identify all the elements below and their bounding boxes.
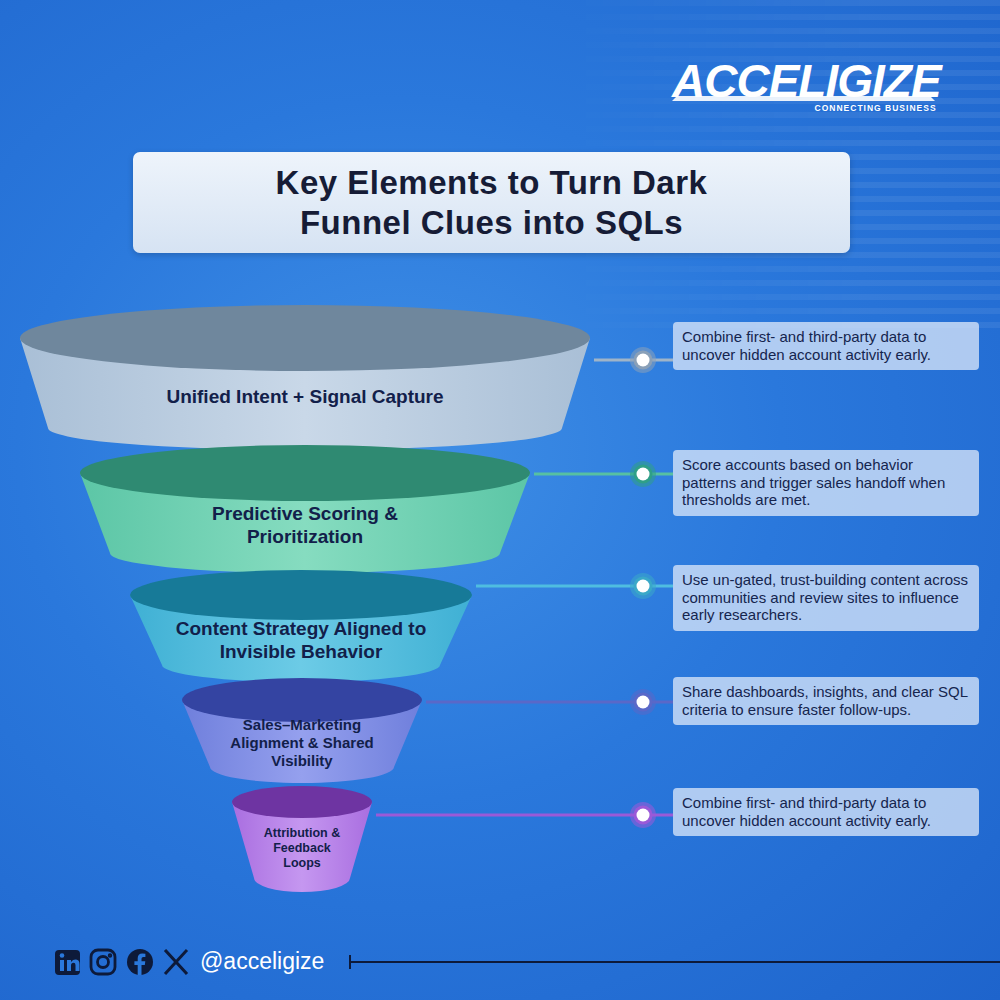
dot-ring — [634, 577, 653, 596]
leader-connector — [534, 461, 673, 487]
dot-halo — [630, 573, 656, 599]
description-box: Combine first- and third-party data to u… — [673, 322, 979, 370]
dot-ring — [634, 351, 653, 370]
dot-center — [637, 696, 650, 709]
description-text: Share dashboards, insights, and clear SQ… — [682, 683, 971, 718]
description-box: Combine first- and third-party data to u… — [673, 788, 979, 836]
x-icon — [166, 951, 186, 973]
funnel-shape — [20, 305, 590, 450]
dot-center — [637, 809, 650, 822]
dot-halo — [630, 689, 656, 715]
funnel-tier: Predictive Scoring & Prioritization — [80, 445, 530, 573]
dot-ring — [634, 693, 653, 712]
funnel-tier: Sales–Marketing Alignment & Shared Visib… — [182, 678, 422, 783]
dot-center — [637, 354, 650, 367]
leader-line — [534, 473, 643, 476]
leader-line — [476, 585, 643, 588]
tier-label: Content Strategy Aligned to Invisible Be… — [151, 610, 451, 672]
leader-connector — [476, 573, 673, 599]
description-box: Score accounts based on behavior pattern… — [673, 450, 979, 516]
footer-line — [350, 961, 1000, 963]
funnel-rim — [20, 305, 590, 371]
linkedin-icon — [55, 950, 80, 975]
funnel-tier: Unified Intent + Signal Capture — [20, 305, 590, 450]
leader-line — [426, 701, 643, 704]
description-text: Combine first- and third-party data to u… — [682, 794, 971, 829]
dot-center — [637, 580, 650, 593]
dot-center — [637, 468, 650, 481]
description-text: Use un-gated, trust-building content acr… — [682, 571, 971, 624]
tier-label: Unified Intent + Signal Capture — [160, 358, 450, 437]
leader-connector — [594, 347, 673, 373]
instagram-icon — [91, 950, 115, 974]
funnel-tier: Content Strategy Aligned to Invisible Be… — [130, 570, 472, 682]
leader-line — [376, 814, 643, 817]
dot-halo — [630, 347, 656, 373]
logo-tagline: CONNECTING BUSINESS — [815, 103, 937, 113]
footer-tick — [349, 955, 351, 969]
logo-text: ACCELIGIZE — [672, 54, 941, 108]
leader-connector — [426, 689, 673, 715]
tier-label: Sales–Marketing Alignment & Shared Visib… — [213, 713, 391, 773]
funnel-tier: Attribution & Feedback Loops — [232, 786, 372, 892]
description-box: Share dashboards, insights, and clear SQ… — [673, 677, 979, 725]
leader-connector — [376, 802, 673, 828]
dot-ring — [634, 465, 653, 484]
funnel-rim — [130, 570, 472, 620]
description-text: Combine first- and third-party data to u… — [682, 328, 971, 363]
tier-label: Predictive Scoring & Prioritization — [175, 490, 435, 561]
description-box: Use un-gated, trust-building content acr… — [673, 565, 979, 631]
social-handle: @acceligize — [200, 948, 324, 975]
tier-label: Attribution & Feedback Loops — [258, 812, 346, 884]
dot-halo — [630, 802, 656, 828]
dot-ring — [634, 806, 653, 825]
description-text: Score accounts based on behavior pattern… — [682, 456, 971, 509]
facebook-icon — [127, 949, 153, 975]
title-text: Key Elements to Turn Dark Funnel Clues i… — [242, 163, 742, 242]
funnel-rim — [80, 445, 530, 501]
title-box: Key Elements to Turn Dark Funnel Clues i… — [133, 152, 850, 253]
funnel-rim — [232, 786, 372, 818]
dot-halo — [630, 461, 656, 487]
funnel-rim — [182, 678, 422, 722]
